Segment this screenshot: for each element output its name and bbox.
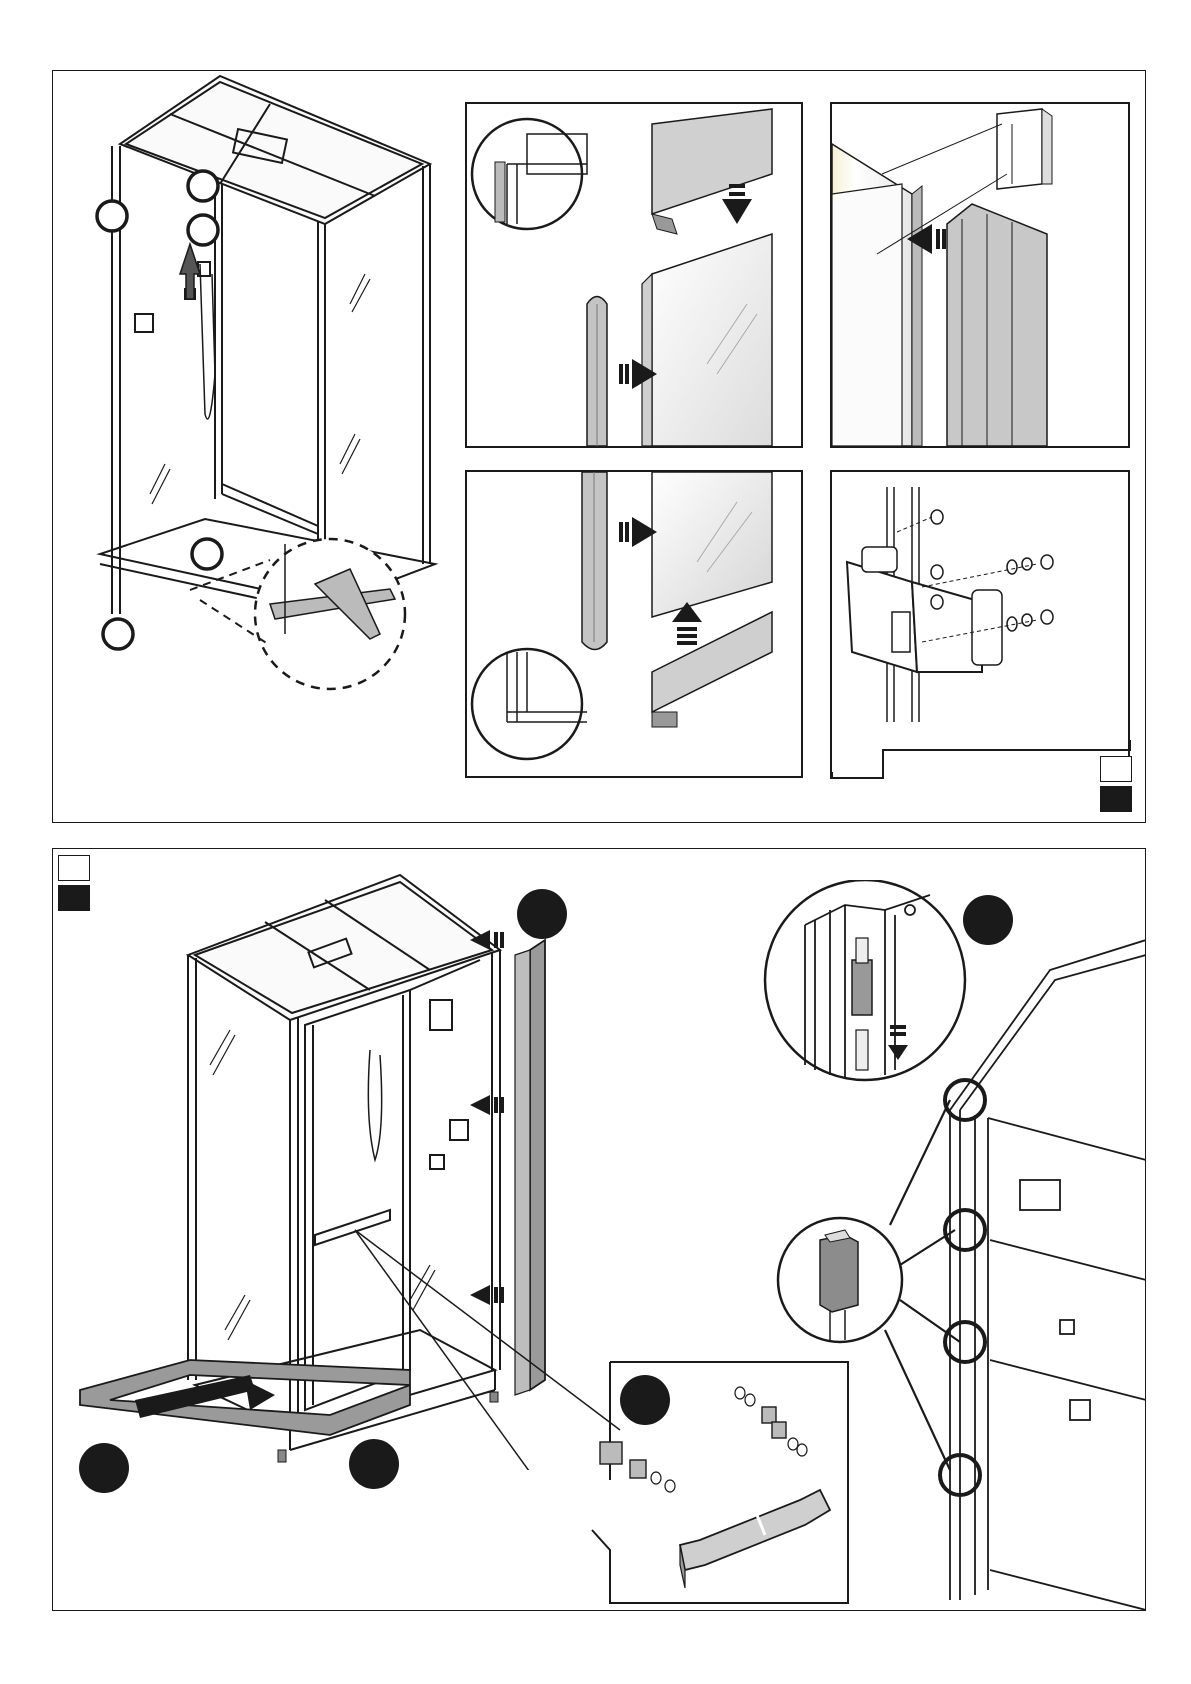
- circle-callout-icon: [188, 171, 218, 201]
- step-marker-profile: [514, 886, 570, 942]
- detail-panel-seal-side: [830, 102, 1130, 448]
- arrow-icon: [470, 1095, 490, 1115]
- filled-circle-badge-icon: [620, 1375, 670, 1425]
- circle-callout-icon: [188, 215, 218, 245]
- circle-callout-icon: [192, 539, 222, 569]
- step-marker-left: [76, 1440, 132, 1496]
- filled-circle-badge-icon: [517, 889, 567, 939]
- circle-callout-icon: [945, 1322, 985, 1362]
- arrow-icon: [245, 1380, 275, 1410]
- cabin-door-illustration: [70, 860, 630, 1470]
- arrow-icon: [180, 244, 200, 299]
- filled-circle-badge-icon: [349, 1439, 399, 1489]
- filled-circle-badge-icon: [79, 1443, 129, 1493]
- hinge-panel-notch: [828, 740, 1134, 780]
- swatch-light: [1100, 756, 1132, 782]
- clip-detail-illustration: [750, 880, 1146, 1610]
- circle-callout-icon: [97, 201, 127, 231]
- arrow-icon: [470, 1285, 490, 1305]
- detail-panel-hinge: [830, 470, 1130, 778]
- circle-callout-icon: [945, 1210, 985, 1250]
- circle-callout-icon: [103, 619, 133, 649]
- circle-callout-icon: [945, 1080, 985, 1120]
- swatch-dark: [1100, 786, 1132, 812]
- detail-panel-seal-top: [465, 102, 803, 448]
- arrow-icon: [722, 199, 752, 224]
- step-marker-center: [346, 1436, 402, 1492]
- cabin-overview-illustration: [90, 74, 450, 694]
- detail-panel-seal-bottom: [465, 470, 803, 778]
